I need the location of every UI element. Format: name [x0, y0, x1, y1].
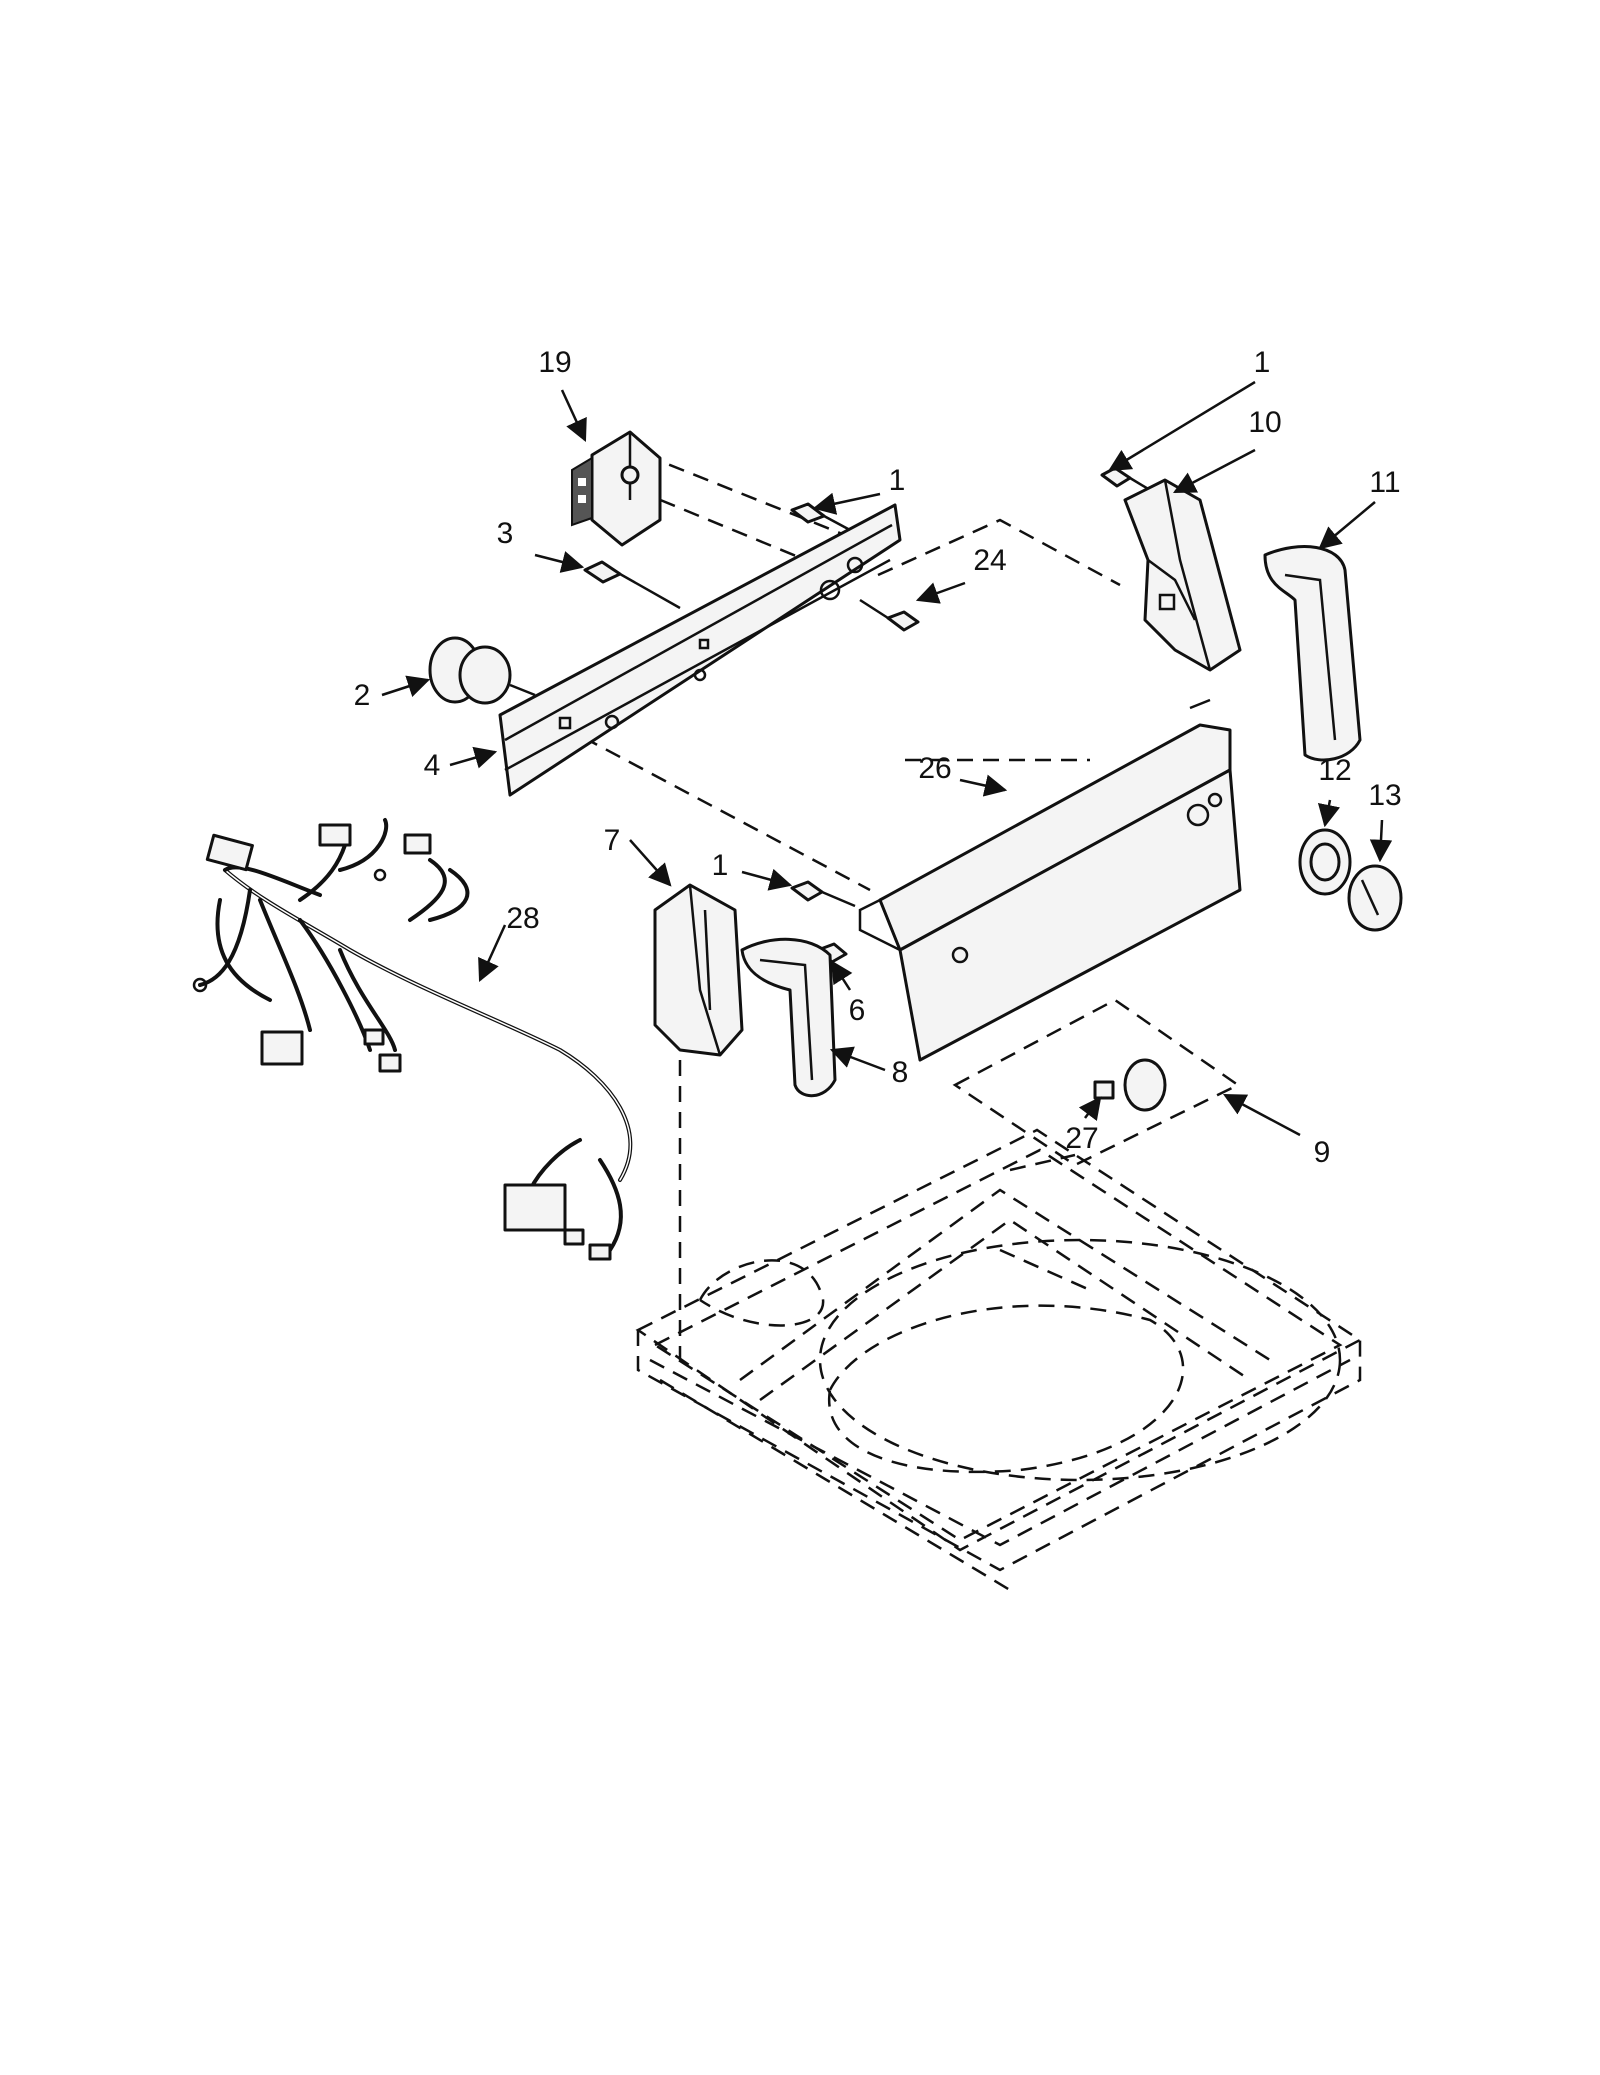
end-cap-7[interactable]	[653, 883, 744, 1057]
callout-10: 10	[1248, 406, 1281, 439]
callout-9: 9	[1314, 1136, 1331, 1169]
end-cap-10[interactable]	[1123, 478, 1242, 672]
knob-area-outline	[952, 998, 1241, 1167]
callout-8: 8	[892, 1056, 909, 1089]
screw-1-lower[interactable]	[790, 880, 856, 908]
callout-6: 6	[849, 994, 866, 1027]
callout-2: 2	[354, 679, 371, 712]
callout-26: 26	[918, 752, 951, 785]
control-module-19[interactable]	[571, 430, 662, 547]
knob-13[interactable]	[1347, 864, 1403, 932]
callout-1-upper: 1	[889, 464, 906, 497]
callout-27: 27	[1065, 1122, 1098, 1155]
callout-7: 7	[604, 824, 621, 857]
callout-1-lower: 1	[712, 849, 729, 882]
callout-4: 4	[424, 749, 441, 782]
console-panel-26[interactable]	[858, 698, 1242, 1062]
trim-11[interactable]	[1263, 545, 1362, 762]
knob-27[interactable]	[1093, 1058, 1167, 1112]
callout-12: 12	[1318, 754, 1351, 787]
alignment-lines	[559, 453, 1121, 1360]
screw-24[interactable]	[859, 598, 920, 632]
screw-1-upper[interactable]	[790, 502, 851, 532]
callout-24: 24	[973, 544, 1006, 577]
console-bracket-4[interactable]	[498, 503, 902, 797]
wire-harness-28[interactable]	[192, 818, 633, 1261]
callout-1-right: 1	[1254, 346, 1271, 379]
selector-switch-2[interactable]	[428, 636, 536, 705]
callout-19: 19	[538, 346, 571, 379]
leader-arrows	[381, 380, 1393, 1137]
callout-3: 3	[497, 517, 514, 550]
callout-labels: 19 1 10 1 11 3 24 2 4 26 12 13 7 1 28 6 …	[354, 346, 1402, 1169]
callout-28: 28	[506, 902, 539, 935]
knob-base-12[interactable]	[1298, 828, 1352, 896]
callout-11: 11	[1369, 466, 1400, 499]
washer-top-outline	[635, 1128, 1363, 1592]
trim-8[interactable]	[740, 937, 837, 1098]
screw-3[interactable]	[583, 560, 681, 610]
screw-1-right[interactable]	[1100, 466, 1151, 492]
callout-13: 13	[1368, 779, 1401, 812]
